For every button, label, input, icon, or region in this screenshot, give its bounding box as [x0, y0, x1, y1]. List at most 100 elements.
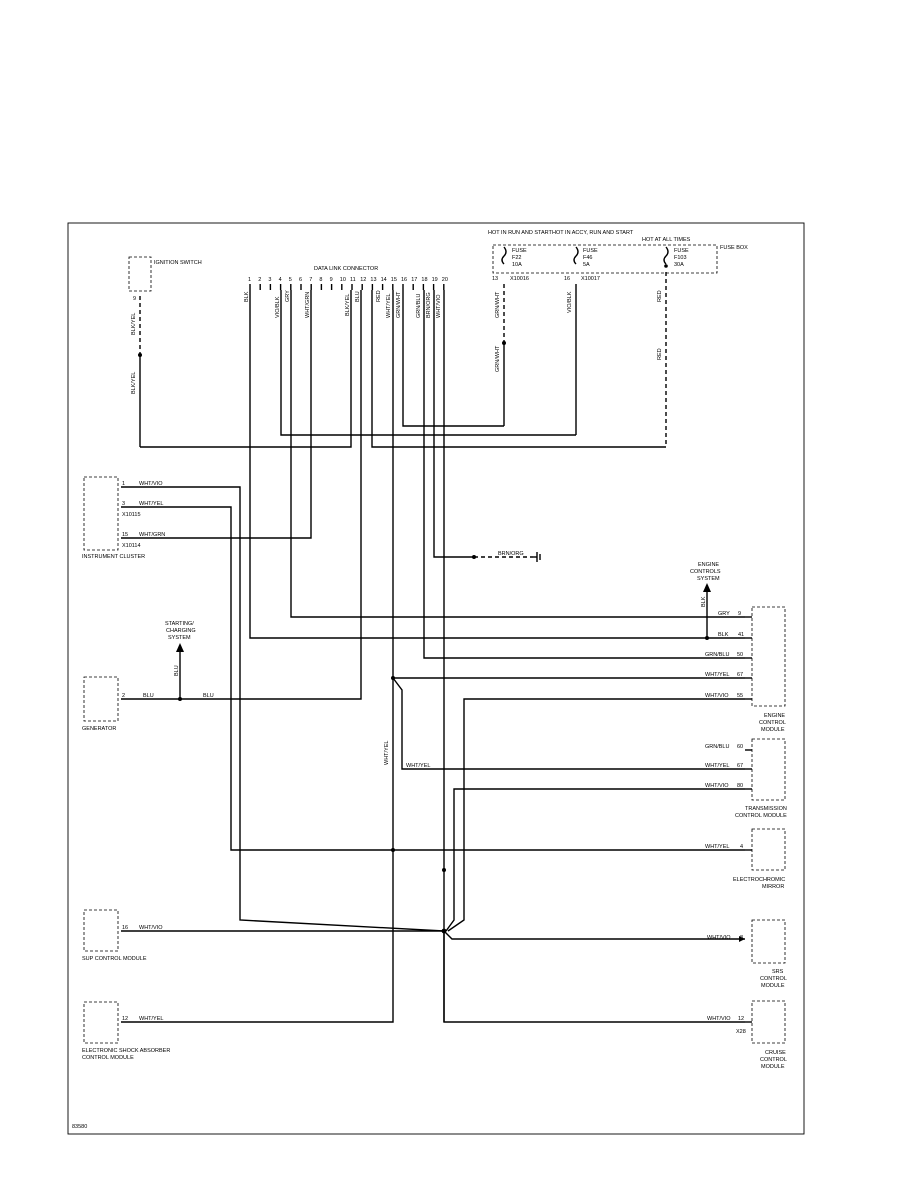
- fuse2-header: HOT IN ACCY, RUN AND START: [552, 230, 634, 236]
- ic-wire-15: WHT/GRN: [139, 532, 165, 538]
- ecm-wire-blk: BLK: [718, 632, 729, 638]
- wire-ic1-wht-vio: [121, 486, 445, 932]
- dlc-label-p7: WHT/GRN: [305, 292, 311, 318]
- dlc-pin-10: 10: [340, 277, 346, 283]
- dlc-pin-7: 7: [309, 277, 312, 283]
- ecm-pin-41: 41: [738, 632, 744, 638]
- fuse2-pin: 16: [564, 276, 570, 282]
- mirror-label: MIRROR: [762, 884, 784, 890]
- srs-wire: WHT/VIO: [707, 935, 731, 941]
- wire-label-fuse3-upper: RED: [657, 290, 663, 302]
- ecm-label-1: ENGINE: [764, 713, 785, 719]
- shock-pin: 12: [122, 1016, 128, 1022]
- instrument-cluster-label: INSTRUMENT CLUSTER: [82, 554, 145, 560]
- sup-pin: 16: [122, 925, 128, 931]
- dlc-pin-11: 11: [350, 277, 356, 283]
- ecm-wire-gry: GRY: [718, 611, 730, 617]
- srs-label-3: MODULE: [761, 983, 785, 989]
- mirror-box: [751, 828, 786, 871]
- fuse-box: FUSE BOX HOT IN RUN AND START FUSE F22 1…: [488, 230, 748, 282]
- dlc-label-p17: GRN/BLU: [416, 294, 422, 318]
- ignition-switch-pin: 9: [133, 296, 136, 302]
- wht-vio-splice-mirror: [442, 868, 446, 872]
- fuse1-rating: 10A: [512, 262, 522, 268]
- wire-fuse1-to-p16: [402, 290, 504, 427]
- generator-box: [83, 676, 119, 722]
- wire-label-fuse1-lower: GRN/WHT: [495, 345, 501, 372]
- tcm-label-1: TRANSMISSION: [745, 806, 787, 812]
- ecm-pin-67: 67: [737, 672, 743, 678]
- cruise-connector: X28: [736, 1029, 746, 1035]
- dlc-label-p19: WHT/VIO: [436, 294, 442, 318]
- instrument-cluster-box: [83, 476, 119, 551]
- fuse3-fuse: FUSE: [674, 248, 689, 254]
- fuse-box-outline: [492, 244, 718, 274]
- ecm-label-3: MODULE: [761, 727, 785, 733]
- ignition-switch-label: IGNITION SWITCH: [154, 260, 202, 266]
- dlc-pin-18: 18: [421, 277, 427, 283]
- terminal-ticks: [745, 616, 752, 1023]
- srs-arrow-icon: [739, 936, 745, 942]
- wire-p17-grn-blu: [423, 290, 745, 659]
- ground-symbol-icon: [533, 552, 541, 562]
- fuse3-node: [664, 264, 668, 268]
- mirror-wire: WHT/YEL: [705, 844, 729, 850]
- dlc-pin-6: 6: [299, 277, 302, 283]
- wht-yel-splice-mirror: [391, 848, 395, 852]
- fuse2-symbol: [573, 246, 579, 265]
- ic-pin-1: 1: [122, 481, 125, 487]
- cruise-control-module: CRUISE CONTROL MODULE WHT/VIO 12 X28: [707, 1000, 787, 1070]
- dlc-pin-12: 12: [360, 277, 366, 283]
- fuse2-rating: 5A: [583, 262, 590, 268]
- ecm-box: [751, 606, 786, 707]
- dlc-label-p12: BLU: [355, 291, 361, 302]
- wire-srs-wht-vio: [443, 930, 745, 940]
- wire-p14-wht-yel: [121, 290, 394, 1023]
- dlc-pin-8: 8: [319, 277, 322, 283]
- ignition-switch: IGNITION SWITCH 9: [128, 256, 202, 302]
- dlc-pin-19: 19: [432, 277, 438, 283]
- tcm-wire-grn-blu: GRN/BLU: [705, 744, 729, 750]
- wire-fuse2-to-p4: [280, 290, 576, 436]
- dlc-label-p14: WHT/YEL: [386, 294, 392, 318]
- fuse2-id: F46: [583, 255, 592, 261]
- ecm-pin-50: 50: [737, 652, 743, 658]
- ecm-pin-9: 9: [738, 611, 741, 617]
- cruise-label-1: CRUISE: [765, 1050, 786, 1056]
- fuse1-connector: X10016: [510, 276, 529, 282]
- wire-ecm-wht-vio: [447, 698, 745, 932]
- wht-yel-trunk-label: WHT/YEL: [384, 741, 390, 765]
- wire-tcm-wht-yel: [392, 677, 745, 770]
- tcm-pin-67: 67: [737, 763, 743, 769]
- dlc-label-p13: RED: [376, 290, 382, 302]
- generator: GENERATOR 2 BLU BLU: [82, 676, 214, 732]
- wire-p7-wht-grn: [121, 290, 312, 539]
- ignition-splice: [138, 353, 142, 357]
- generator-wire-left: BLU: [143, 693, 154, 699]
- srs-box: [751, 919, 786, 964]
- fuse3-symbol: [663, 246, 669, 265]
- transmission-control-module: TRANSMISSION CONTROL MODULE GRN/BLU 60 W…: [705, 738, 787, 819]
- ic-wire-1: WHT/VIO: [139, 481, 163, 487]
- engine-controls-system: ENGINE CONTROLS SYSTEM: [690, 562, 721, 582]
- dlc-pin-2: 2: [258, 277, 261, 283]
- tcm-pin-80: 80: [737, 783, 743, 789]
- starting-charging-wire-label: BLU: [174, 665, 180, 676]
- srs-label: CONTROL: [760, 976, 787, 982]
- fuse1-splice: [502, 341, 506, 345]
- tcm-label: CONTROL MODULE: [735, 813, 787, 819]
- shock-label: CONTROL MODULE: [82, 1055, 134, 1061]
- fuse1-pin: 13: [492, 276, 498, 282]
- srs-label-1: SRS: [772, 969, 784, 975]
- tcm-pin-60: 60: [737, 744, 743, 750]
- ecm-wire-wht-vio: WHT/VIO: [705, 693, 729, 699]
- ecm-wire-wht-yel: WHT/YEL: [705, 672, 729, 678]
- electrochromic-mirror: ELECTROCHROMIC MIRROR WHT/YEL 4: [705, 828, 786, 890]
- ic-connector-b: X10114: [122, 543, 141, 549]
- dlc-label-p18: BRN/ORG: [426, 292, 432, 318]
- wire-red-to-p13: [371, 290, 666, 448]
- ic-pin-3: 3: [122, 501, 125, 507]
- dlc-pin-13: 13: [370, 277, 376, 283]
